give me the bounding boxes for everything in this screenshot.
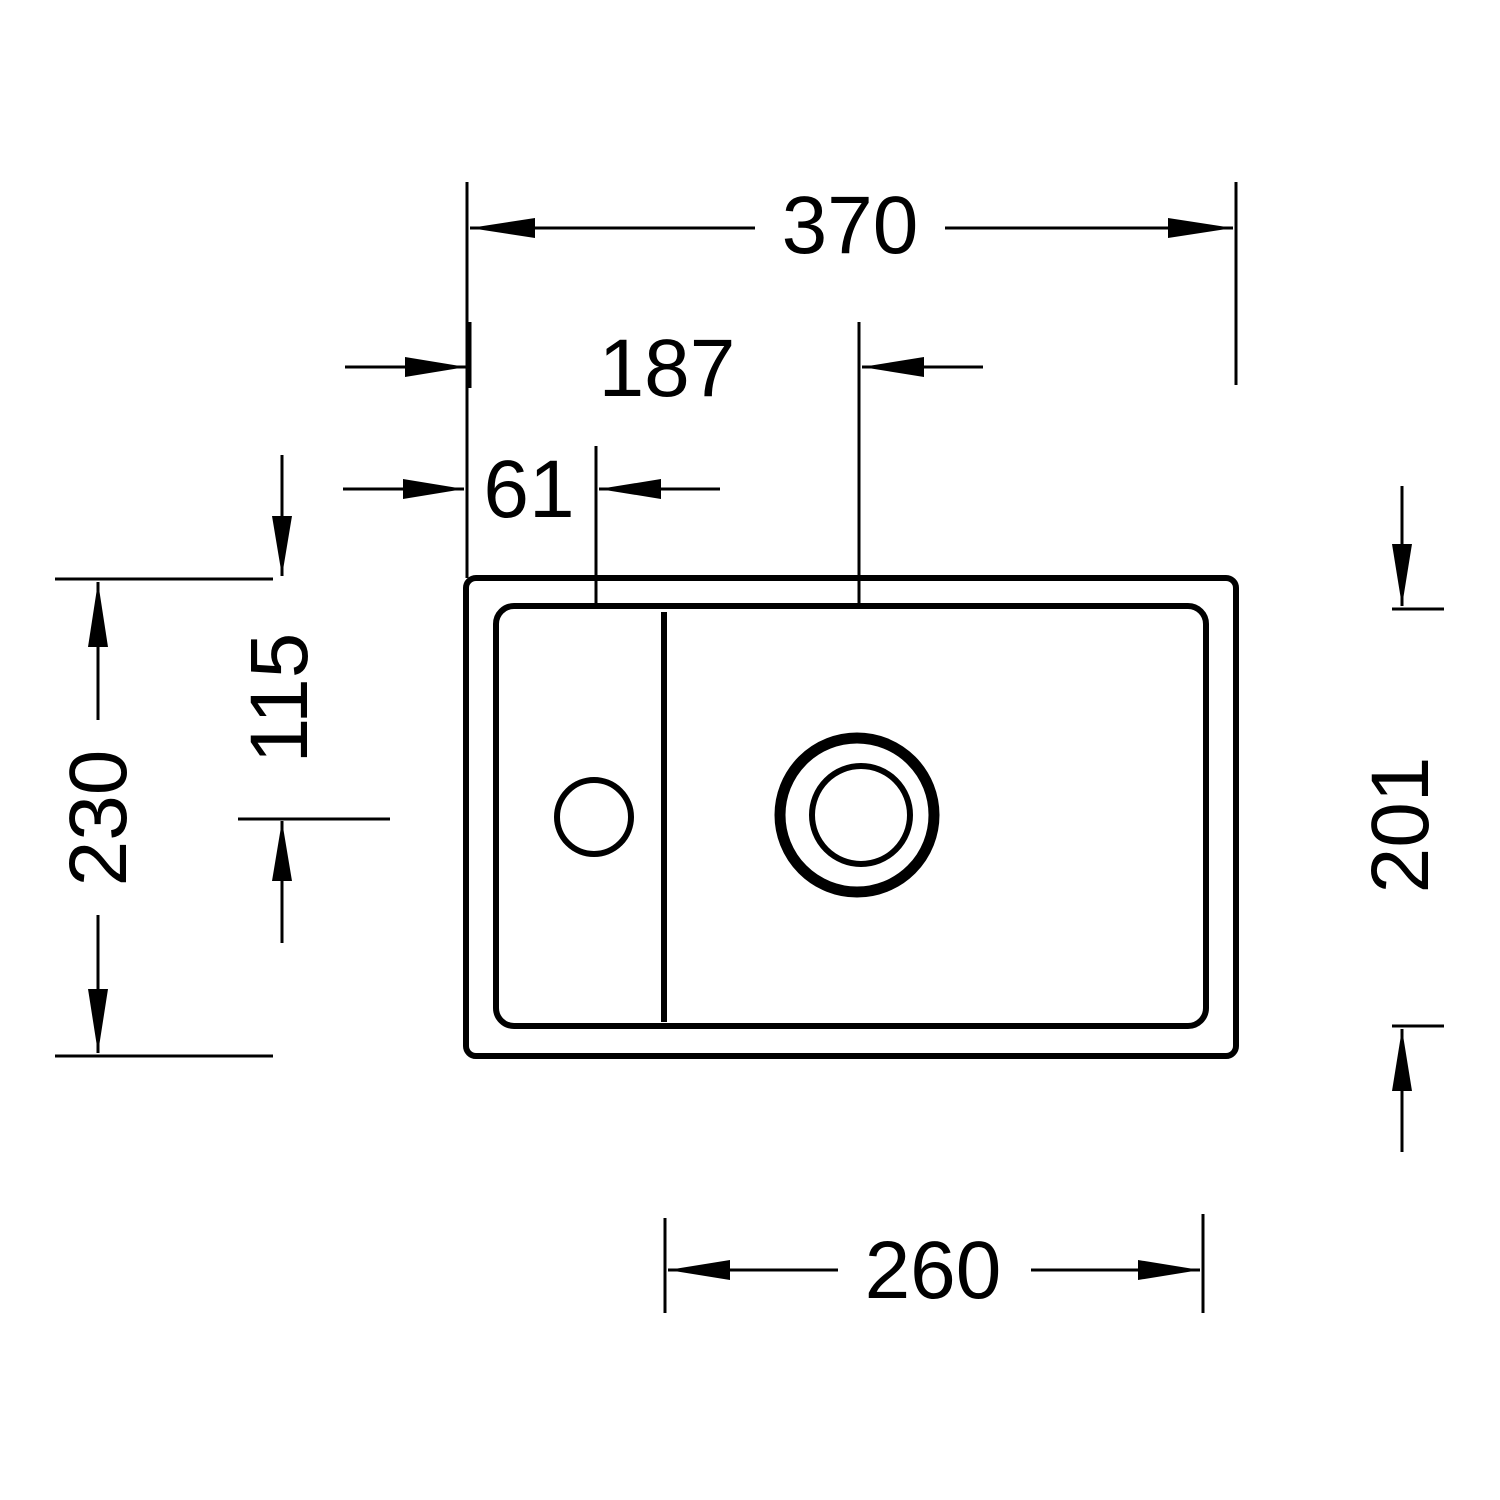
arrow-head <box>272 821 292 881</box>
dim-drainer-offset: 187 <box>345 322 983 605</box>
dim-label-bowl-width: 260 <box>865 1225 1002 1316</box>
arrow-head <box>599 479 661 499</box>
arrow-head <box>403 479 464 499</box>
arrow-head <box>88 582 108 647</box>
sink-outline <box>463 575 1239 1059</box>
drain-outer-ring <box>774 732 940 898</box>
dim-tap-hole-depth: 115 <box>234 455 390 943</box>
dim-label-bowl-depth: 201 <box>1355 757 1446 894</box>
arrow-head <box>668 1260 730 1280</box>
tap-hole <box>554 777 634 857</box>
dim-label-tap-hole-offset: 61 <box>483 444 574 535</box>
dim-overall-depth: 230 <box>53 577 273 1058</box>
dim-bowl-width: 260 <box>663 1214 1205 1316</box>
arrow-head <box>272 516 292 576</box>
dim-bowl-depth: 201 <box>1355 486 1446 1152</box>
dim-label-drainer-offset: 187 <box>599 323 736 414</box>
arrow-head <box>862 357 924 377</box>
arrow-head <box>1138 1260 1200 1280</box>
sink-inner-basin <box>493 603 1209 1029</box>
sink-outer-rim <box>463 575 1239 1059</box>
arrow-head <box>1392 544 1412 606</box>
dim-label-tap-hole-depth: 115 <box>234 633 325 764</box>
dim-label-overall-width: 370 <box>782 180 919 271</box>
arrow-head <box>88 989 108 1053</box>
arrow-head <box>405 357 466 377</box>
dim-label-overall-depth: 230 <box>53 750 144 887</box>
arrow-head <box>1168 218 1233 238</box>
dim-tap-hole-offset: 61 <box>343 444 720 605</box>
arrow-head <box>1392 1029 1412 1091</box>
arrow-head <box>470 218 535 238</box>
dim-overall-width: 370 <box>465 180 1238 578</box>
drain-inner-ring <box>809 763 913 867</box>
